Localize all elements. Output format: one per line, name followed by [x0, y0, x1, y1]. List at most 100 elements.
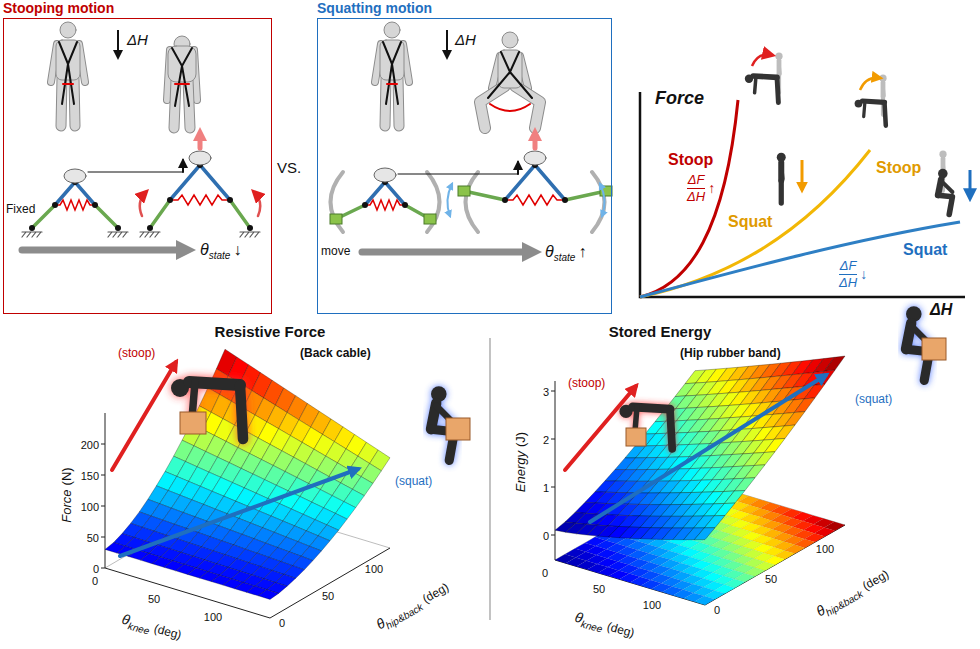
energy-axes-part	[555, 381, 845, 560]
tick-label-group: 50	[593, 578, 605, 597]
curve-label: Squat	[903, 241, 947, 258]
axis-label: Force	[59, 489, 74, 522]
tick-label-group: 100	[204, 606, 222, 625]
state-angle: ↑	[578, 243, 586, 260]
panel-title: Squatting motion	[317, 0, 432, 17]
state-angle-group: θstate↓	[200, 240, 241, 259]
tick-label-group: 3	[543, 381, 549, 400]
path-arrows	[112, 362, 826, 556]
force-chart-part	[640, 100, 738, 297]
lift-figures-part	[922, 338, 946, 360]
versus: VS.	[277, 159, 301, 176]
path-label-group: (squat)	[395, 470, 432, 489]
lift-figures-part	[446, 418, 470, 440]
path-arrows-part	[565, 386, 636, 470]
tick-label-group: 0	[542, 562, 548, 581]
squat-mechanism	[330, 134, 612, 252]
squat-mechanism-part-part	[502, 197, 508, 203]
lift-figures-part	[619, 405, 672, 449]
versus-group: VS.	[277, 158, 301, 177]
plot-title: Resistive Force	[215, 323, 326, 340]
stoop-mechanism-part	[88, 172, 183, 173]
tick-label-group: 150	[81, 465, 99, 484]
tick-label: 0	[542, 567, 548, 579]
stoop-mechanism-part	[22, 247, 186, 254]
surface-patch	[734, 478, 755, 491]
curve-label-group: Stoop	[668, 150, 713, 169]
surface-patch	[724, 491, 745, 504]
squat-mechanism-part	[502, 162, 568, 203]
stoop-mechanism	[22, 134, 260, 250]
axis-label-group: θknee(deg)	[120, 609, 184, 643]
plot-title-group: Stored Energy	[609, 322, 712, 341]
panel-box: Squatting motion	[317, 18, 612, 314]
stoop-mechanism-part-part	[115, 225, 121, 231]
curve-label-group: Stoop	[876, 158, 921, 177]
axis-title-group: ΔH	[930, 300, 952, 319]
tick-label: 100	[643, 599, 661, 611]
force-chart-part	[938, 169, 952, 215]
path-label-group: (stoop)	[118, 342, 155, 361]
tick-label: 0	[92, 575, 98, 587]
panel-figures-part	[480, 32, 540, 128]
path-label-group: (squat)	[855, 388, 892, 407]
axis-label: (J)	[513, 432, 528, 447]
surface-patch	[258, 590, 278, 600]
stoop-mechanism-part	[140, 192, 146, 216]
force-chart-part	[777, 153, 786, 203]
axis-label: hip&back	[824, 588, 865, 618]
path-arrows-part	[112, 362, 176, 470]
tick-label: 50	[593, 583, 605, 595]
squat-mechanism-part	[362, 179, 408, 208]
stoop-mechanism-part	[182, 160, 184, 172]
surface-patch	[824, 356, 845, 371]
squat-mechanism-part	[505, 195, 565, 205]
squat-mechanism-part	[424, 214, 436, 224]
squat-mechanism-part	[398, 174, 518, 175]
lift-figures-part	[619, 405, 672, 449]
tick-label: 50	[765, 573, 777, 585]
force-chart-part	[640, 222, 960, 297]
stoop-mechanism-part	[55, 182, 95, 205]
curve-label: Squat	[728, 213, 772, 230]
squat-mechanism-part-part	[402, 202, 408, 208]
delta-h: ΔH	[455, 31, 476, 48]
state-angle: state	[209, 250, 231, 261]
surface-patch	[704, 516, 725, 528]
tick-label: 200	[81, 439, 99, 451]
tick-label-group: 2	[543, 429, 549, 448]
squat-mechanism-part	[517, 162, 519, 174]
slope-fraction: ΔF	[839, 258, 858, 275]
force-chart	[640, 53, 970, 297]
tick-label-group: 200	[81, 434, 99, 453]
plot-subtitle: (Back cable)	[300, 346, 371, 360]
squat-mechanism-part	[447, 184, 452, 216]
surface-patch	[774, 425, 795, 439]
path-label: (stoop)	[568, 376, 605, 390]
squat-mechanism-part	[365, 200, 405, 210]
state-angle: θ	[200, 241, 209, 258]
tick-label: 100	[365, 563, 383, 575]
tick-label-group: 50	[87, 527, 99, 546]
stoop-mechanism-part-part	[167, 197, 173, 203]
axis-title: Force	[655, 88, 704, 108]
plot-title: Stored Energy	[609, 323, 712, 340]
state-angle-group: θstate↑	[545, 242, 586, 261]
panel-figures-part	[446, 30, 448, 58]
force-axes	[101, 413, 390, 618]
force-chart-part	[745, 75, 779, 103]
squat-mechanism-part	[600, 184, 605, 216]
tick-label-group: 50	[148, 588, 160, 607]
slope-fraction: ΔH	[838, 275, 858, 291]
surface-patch	[794, 398, 815, 413]
axis-label: knee	[127, 620, 151, 636]
state-angle: ↓	[233, 241, 241, 258]
panel-figures-part	[375, 22, 409, 126]
axis-label: (deg)	[420, 580, 451, 606]
tick-label: 50	[148, 593, 160, 605]
energy-axes-part	[555, 381, 845, 605]
path-arrows-part	[590, 375, 826, 522]
state-angle: state	[554, 252, 576, 263]
surface-patch	[754, 452, 775, 466]
